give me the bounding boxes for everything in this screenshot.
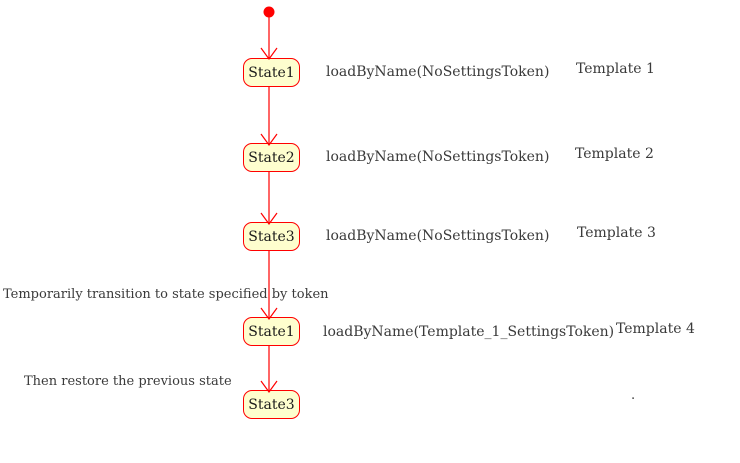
initial-state-dot-icon — [263, 6, 275, 18]
state-label: State2 — [248, 149, 295, 166]
state-label: State3 — [248, 228, 295, 245]
state-node-3: State3 — [243, 222, 300, 251]
transition-event-label-4: loadByName(Template_1_SettingsToken) — [323, 324, 615, 340]
template-note-2: Template 2 — [575, 146, 654, 162]
transition-arrow-3 — [260, 172, 278, 226]
transition-event-label-1: loadByName(NoSettingsToken) — [326, 64, 550, 80]
state-label: State1 — [248, 64, 295, 81]
template-note-1: Template 1 — [576, 61, 655, 77]
stray-period-mark: . — [631, 388, 636, 403]
template-note-4: Template 4 — [616, 321, 695, 337]
transition-event-label-3: loadByName(NoSettingsToken) — [326, 228, 550, 244]
state-node-1: State1 — [243, 58, 300, 87]
state-label: State1 — [248, 323, 295, 340]
state-node-2: State2 — [243, 143, 300, 172]
state-node-5: State3 — [243, 390, 300, 419]
annotation-temporary-transition: Temporarily transition to state specifie… — [3, 287, 329, 302]
transition-arrow-5 — [260, 346, 278, 394]
template-note-3: Template 3 — [577, 225, 656, 241]
transition-arrow-2 — [260, 87, 278, 147]
transition-arrow-4 — [260, 251, 278, 321]
transition-arrow-1 — [260, 17, 278, 61]
state-label: State3 — [248, 396, 295, 413]
transition-event-label-2: loadByName(NoSettingsToken) — [326, 149, 550, 165]
annotation-restore-previous: Then restore the previous state — [24, 374, 232, 389]
state-node-4: State1 — [243, 317, 300, 346]
